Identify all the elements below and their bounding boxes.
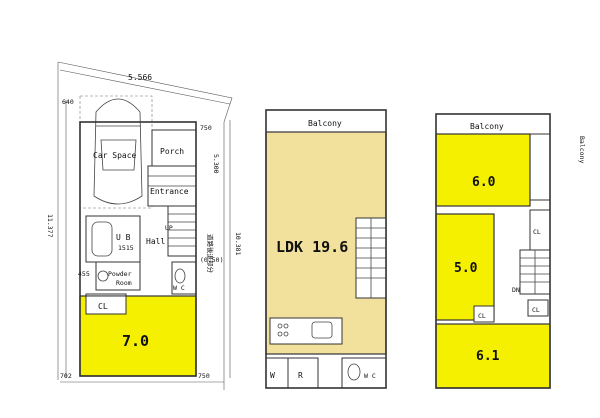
refrigerator-space [287,357,319,389]
lot-boundary [57,61,233,123]
room-5-0 [435,213,495,321]
room-5-0-label: 5.0 [454,261,478,276]
dim-right-side: 10.381 [234,232,242,256]
entrance-label: Entrance [150,187,189,196]
ldk-label: LDK 19.6 [276,238,348,256]
porch-label: Porch [160,147,184,156]
wc-label-1: W C [173,284,185,292]
cl-label-3c: CL [532,306,540,314]
setback-note: 道路後退部分 [206,234,215,274]
floor-3: Balcony Balcony 6.0 CL 5.0 DN CL CL 6.1 [435,113,586,389]
cl-label-3b: CL [478,312,486,320]
dim-right-mid: 5.300 [212,154,220,174]
kitchen-counter [269,317,343,345]
ub-label: U B [116,233,131,242]
balcony-label-3-side: Balcony [578,136,586,163]
dim-bottom-right: 750 [198,372,210,380]
floor1-outline [79,121,197,377]
dn-label: DN [512,286,520,294]
room-6-0 [435,133,531,207]
floor3-outline [435,113,551,389]
powder-room-label-1: Powder [108,270,132,278]
dim-right-small: (0.50) [200,256,223,264]
floor2-outline [265,109,387,389]
wc-1 [171,261,197,295]
car-space-label: Car Space [93,151,137,160]
balcony-3-side [529,133,551,201]
w-label: W [270,371,275,380]
ub-size: 1515 [118,244,134,252]
r-label: R [298,371,303,380]
dim-left-mid: 455 [78,270,90,278]
dim-bottom-left: 702 [60,372,72,380]
bath-area [85,215,141,263]
wc-label-2: W C [364,372,376,380]
powder-room-label-2: Room [116,279,132,287]
dim-right-top: 750 [200,124,212,132]
room-7-0-label: 7.0 [122,332,149,350]
up-label: UP [165,224,173,232]
cl-label-3a: CL [533,228,541,236]
room-6-1 [435,323,551,389]
car-icon [93,98,143,205]
dim-left-top: 640 [62,98,74,106]
balcony-label-2: Balcony [308,119,342,128]
hall-label: Hall [146,237,165,246]
room-6-0-label: 6.0 [472,175,496,190]
balcony-label-3-top: Balcony [470,122,504,131]
closet-3c [527,299,549,317]
dim-width-top: 5.566 [128,73,152,82]
dim-height-left: 11.377 [46,214,54,238]
closet-3b [473,305,495,323]
svg-text:CL: CL [98,302,108,311]
floor-1: 5.566 640 750 11.377 455 10.381 5.300 (0… [46,61,242,390]
floor-2: Balcony LDK 19.6 W R W C [265,109,387,389]
room-6-1-label: 6.1 [476,349,500,364]
powder-room [95,261,141,291]
